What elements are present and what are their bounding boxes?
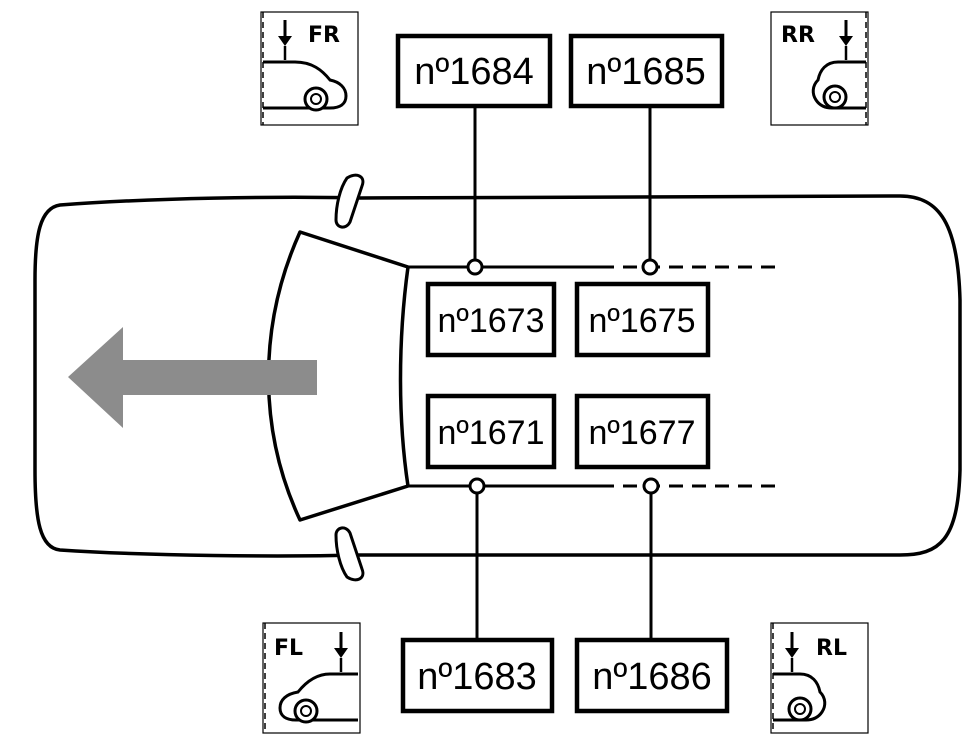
corner-label: RL [816,636,847,661]
callout-label: nº1686 [592,656,712,698]
corner-front-right: FR [260,11,359,126]
point-top-front [466,258,484,276]
measurement-points [466,258,660,495]
callout-label: nº1675 [589,302,696,340]
callout-top-front: nº1684 [395,33,553,109]
side-mirror-left [334,526,365,582]
callout-top-rear: nº1685 [568,33,725,109]
side-mirror-right [334,173,365,229]
corner-label: RR [781,23,815,48]
callout-inner-bottom-front: nº1671 [425,393,557,470]
corner-front-left: FL [262,622,361,734]
callout-label: nº1671 [438,414,545,452]
car-front-view-icon [263,20,348,112]
corner-rear-left: RL [770,622,869,734]
point-bottom-rear [642,477,660,495]
point-top-rear [641,258,659,276]
point-bottom-front [468,477,486,495]
corner-label: FR [308,23,340,48]
callout-bottom-rear: nº1686 [574,637,730,714]
car-body [33,194,962,558]
direction-arrow-icon [68,327,317,428]
car-rear-view-icon [773,632,827,722]
callout-label: nº1685 [586,51,706,93]
corner-label: FL [274,636,303,661]
callout-bottom-front: nº1683 [400,637,555,714]
callout-inner-top-front: nº1673 [425,281,557,358]
corner-rear-right: RR [770,11,869,126]
callout-label: nº1684 [414,51,534,93]
callout-inner-bottom-rear: nº1677 [574,393,711,470]
car-rear-view-icon [811,20,866,110]
callout-label: nº1677 [589,414,696,452]
callout-inner-top-rear: nº1675 [574,281,711,358]
windshield [266,230,410,522]
leader-lines [473,105,653,640]
car-outline [33,194,962,558]
callout-label: nº1673 [438,302,545,340]
callout-label: nº1683 [417,656,537,698]
car-front-view-icon [278,632,358,724]
